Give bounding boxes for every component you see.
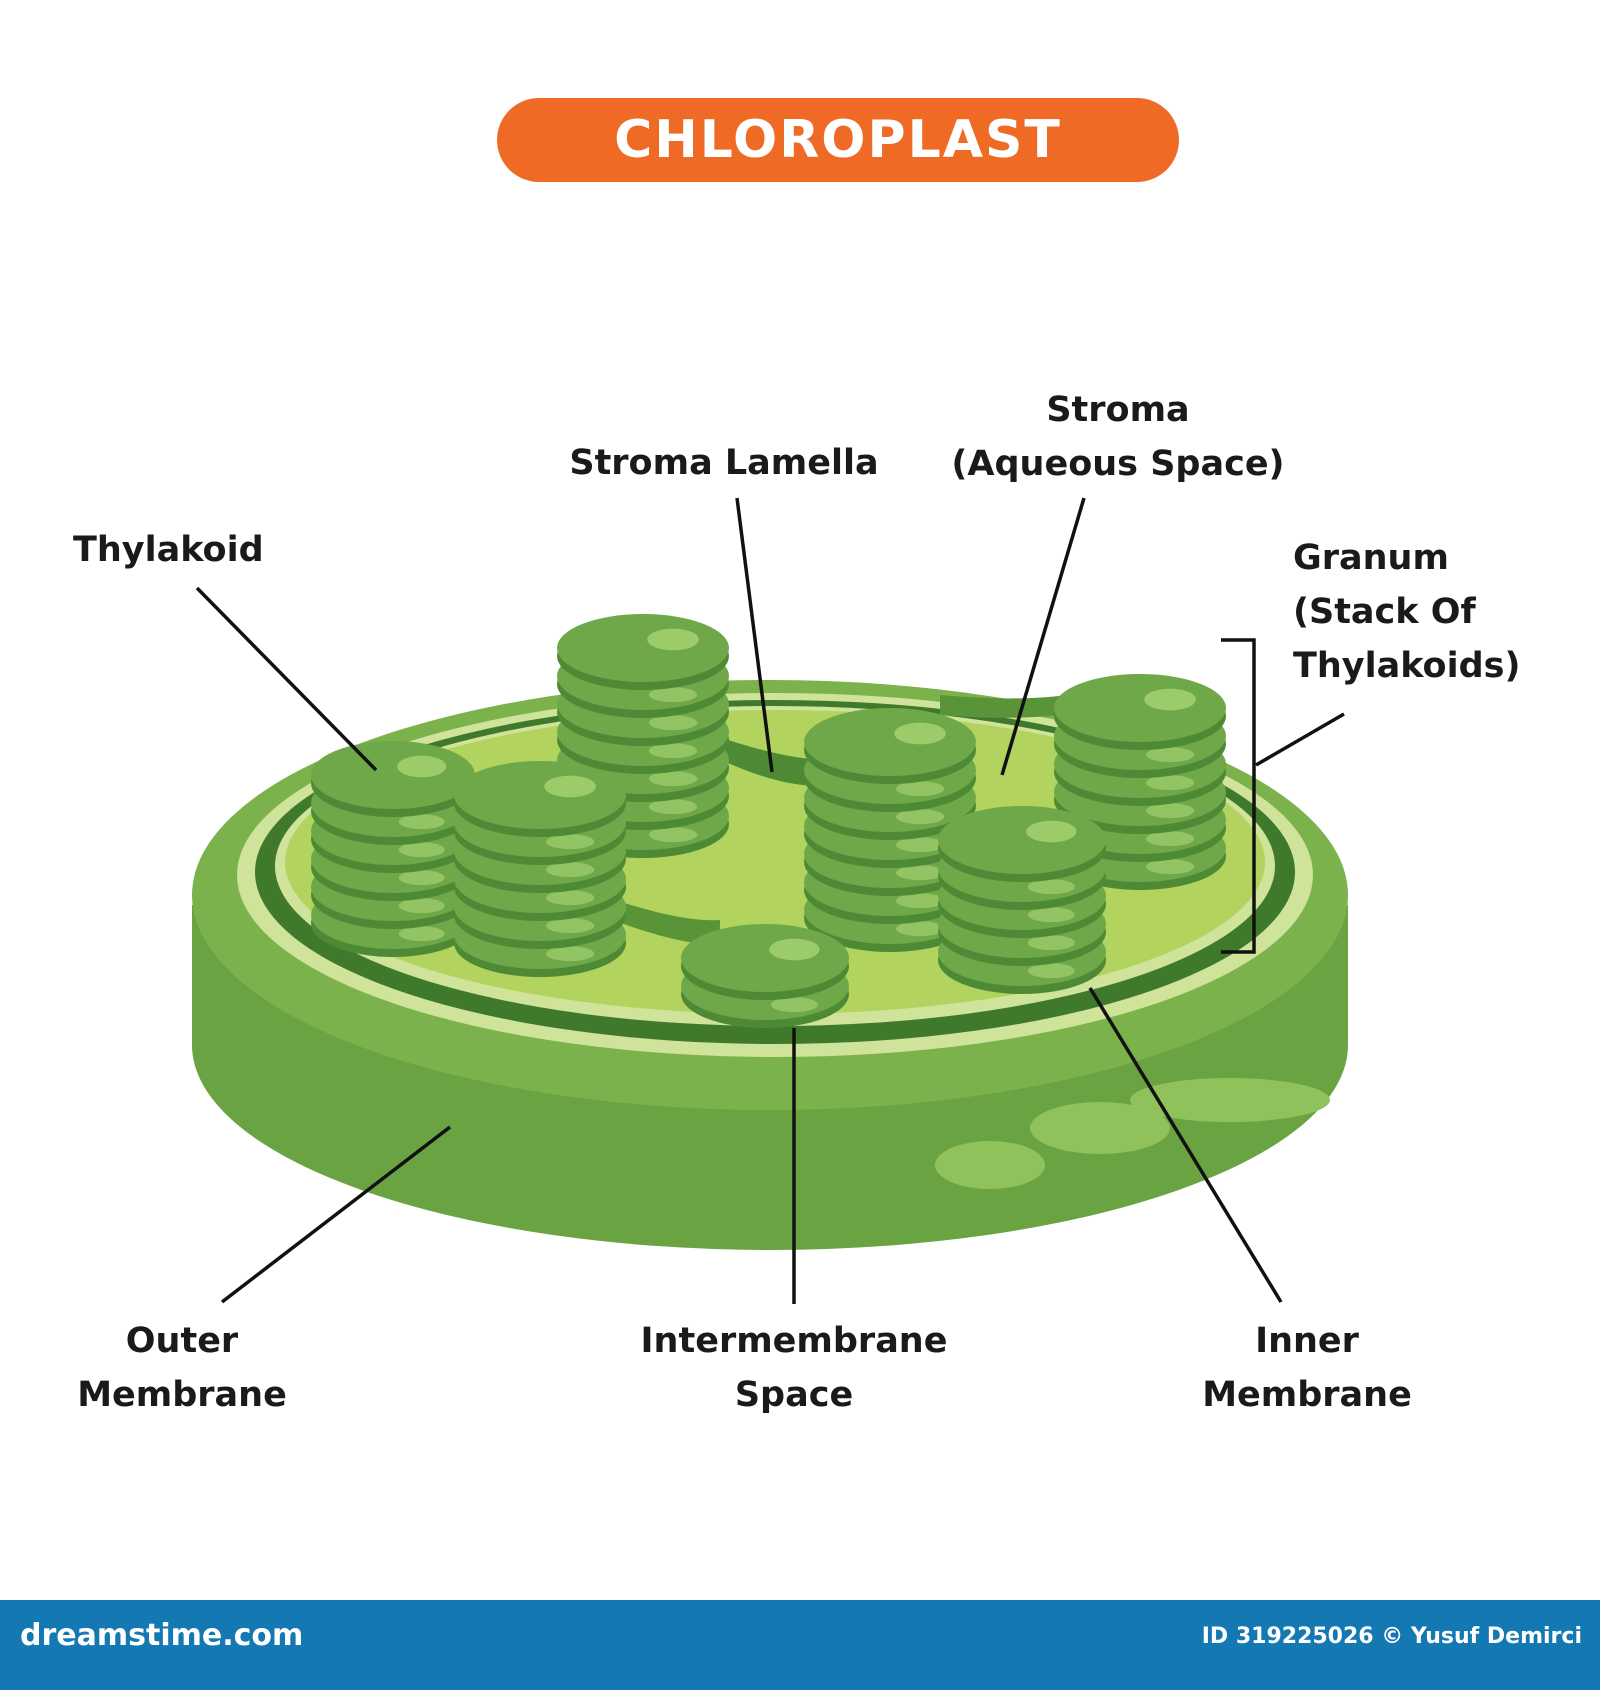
thylakoid-disc [1054, 674, 1226, 750]
granum-stack [804, 708, 976, 952]
granum-stack [454, 761, 626, 977]
label-stroma: Stroma (Aqueous Space) [935, 383, 1301, 491]
granum-stack [311, 741, 475, 957]
title-banner: CHLOROPLAST [497, 98, 1179, 182]
stroma-lamella [600, 895, 720, 945]
thylakoid-disc [557, 614, 729, 690]
thylakoid-disc [454, 761, 626, 837]
outer-membrane-highlight [935, 1141, 1045, 1189]
label-outer-membrane-line-2: Membrane [77, 1375, 287, 1415]
stroma-lamella [940, 692, 1090, 718]
label-inner-membrane-line-1: Inner [1255, 1321, 1359, 1361]
outer-membrane-highlight [1130, 1078, 1330, 1122]
label-granum-line-1: Granum [1293, 538, 1449, 578]
leader-line-outer-membrane [220, 1125, 452, 1304]
label-inner-membrane-line-2: Membrane [1202, 1375, 1412, 1415]
label-intermembrane-space: Intermembrane Space [614, 1314, 974, 1422]
thylakoid-disc [804, 708, 976, 784]
label-granum-line-3: Thylakoids) [1293, 646, 1521, 686]
label-inner-membrane: Inner Membrane [1187, 1314, 1427, 1422]
label-granum: Granum (Stack Of Thylakoids) [1293, 531, 1520, 693]
footer-credit: ID 319225026 © Yusuf Demirci [1201, 1624, 1582, 1649]
leader-line-granum [1255, 712, 1345, 767]
leader-line-stroma [1000, 497, 1086, 776]
label-intermembrane-line-1: Intermembrane [640, 1321, 948, 1361]
label-stroma-lamella-text: Stroma Lamella [569, 443, 879, 483]
label-stroma-line-2: (Aqueous Space) [951, 444, 1285, 484]
stroma-lamellae [600, 692, 1090, 945]
label-granum-line-2: (Stack Of [1293, 592, 1476, 632]
label-stroma-line-1: Stroma [1046, 390, 1190, 430]
thylakoid-disc [938, 806, 1106, 882]
footer-bar: dreamstime.com ID 319225026 © Yusuf Demi… [0, 1600, 1600, 1690]
page-title: CHLOROPLAST [614, 110, 1062, 170]
label-outer-membrane-line-1: Outer [125, 1321, 239, 1361]
chloroplast-diagram [192, 497, 1348, 1304]
stroma-lamella [700, 730, 830, 786]
leader-line-thylakoid [195, 586, 378, 772]
leader-lines [195, 497, 1345, 1304]
label-thylakoid: Thylakoid [73, 523, 264, 577]
thylakoid-disc [681, 924, 849, 1000]
grana [311, 614, 1226, 1028]
outer-membrane-highlight [1030, 1102, 1170, 1154]
label-stroma-lamella: Stroma Lamella [552, 436, 896, 490]
granum-stack [681, 924, 849, 1028]
label-thylakoid-text: Thylakoid [73, 530, 264, 570]
leader-line-stroma-lamella [735, 497, 774, 773]
granum-stack [938, 806, 1106, 994]
thylakoid-disc [311, 741, 475, 817]
granum-bracket [1221, 638, 1256, 954]
footer-brand: dreamstime.com [20, 1618, 304, 1653]
label-outer-membrane: Outer Membrane [63, 1314, 301, 1422]
leader-line-inner-membrane [1088, 987, 1283, 1303]
label-intermembrane-line-2: Space [734, 1375, 854, 1415]
